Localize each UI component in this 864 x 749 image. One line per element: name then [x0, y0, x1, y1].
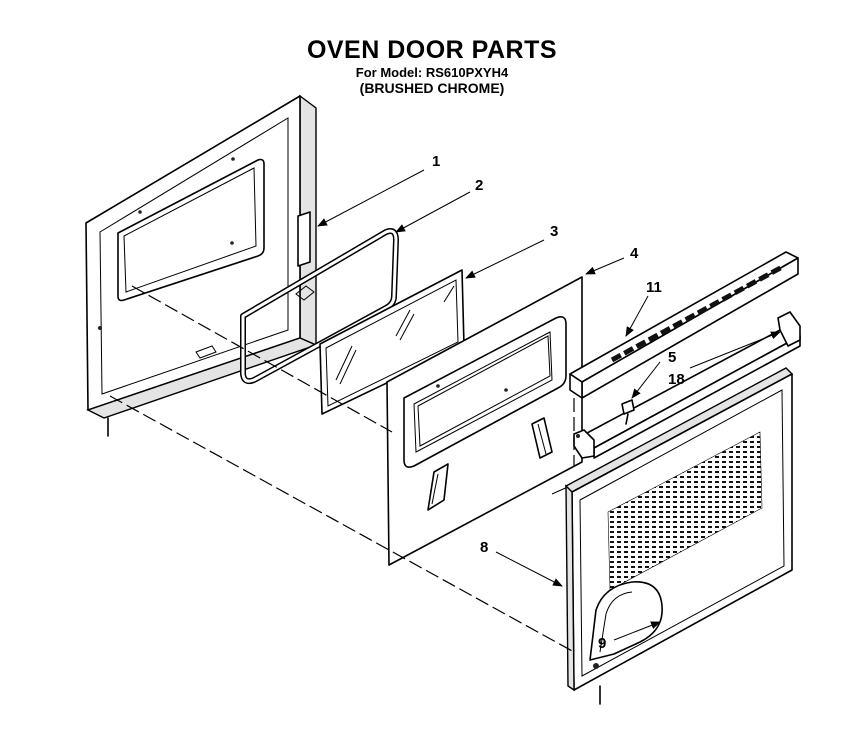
callout-11: 11	[646, 279, 662, 296]
callout-4: 4	[630, 245, 639, 262]
callout-18: 18	[668, 371, 685, 388]
outer-door-panel	[564, 367, 794, 705]
callout-3: 3	[550, 223, 558, 240]
finish-label: (BRUSHED CHROME)	[359, 80, 505, 96]
door-gasket	[240, 228, 399, 385]
support-channel	[573, 311, 801, 459]
alignment-lines	[109, 285, 575, 653]
callout-1: 1	[432, 153, 440, 170]
screw	[621, 399, 635, 425]
callout-2: 2	[475, 177, 483, 194]
callout-8: 8	[480, 539, 488, 556]
callout-5: 5	[668, 349, 676, 366]
diagram-title: OVEN DOOR PARTS	[306, 36, 558, 64]
leader-lines	[317, 169, 781, 641]
model-number: For Model: RS610PXYH4	[355, 65, 509, 80]
diagram-title-block: OVEN DOOR PARTS For Model: RS610PXYH4 (B…	[0, 36, 864, 96]
inner-door-panel	[386, 276, 583, 566]
callout-labels: 1 2 3 4 11 5 18 8 9	[432, 153, 685, 652]
outer-door-frame	[85, 94, 318, 437]
vent-trim	[569, 251, 799, 399]
callout-9: 9	[598, 635, 606, 652]
